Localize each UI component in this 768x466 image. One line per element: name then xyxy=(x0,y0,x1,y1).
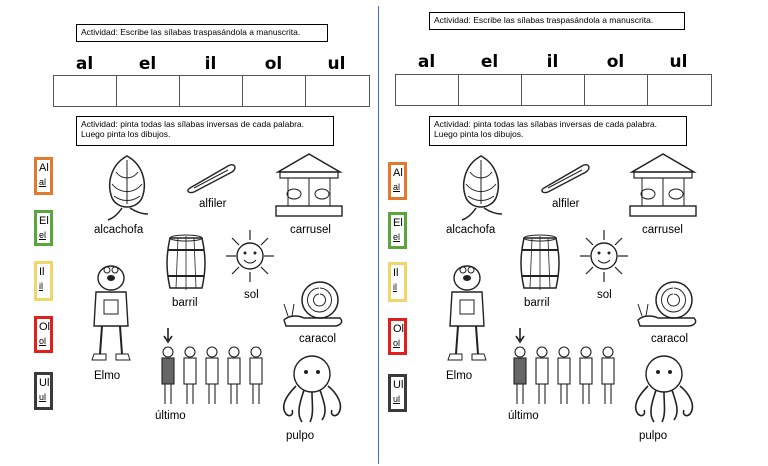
tag-ul: Ul ul xyxy=(34,372,53,410)
tag-lower: ul xyxy=(39,392,47,402)
word-ultimo: último xyxy=(508,410,539,422)
word-caracol: caracol xyxy=(651,333,689,345)
writing-cell[interactable] xyxy=(117,76,180,106)
tag-lower: ol xyxy=(393,338,401,348)
syllable-el: el xyxy=(480,52,499,72)
syllable-headers: al el il ol ul xyxy=(53,54,368,74)
writing-cell[interactable] xyxy=(243,76,306,106)
writing-cell[interactable] xyxy=(648,75,711,105)
writing-cell[interactable] xyxy=(459,75,522,105)
word-pulpo: pulpo xyxy=(639,430,668,442)
writing-grid xyxy=(53,75,370,107)
safety-pin-icon xyxy=(187,163,236,194)
carousel-icon xyxy=(629,153,697,217)
barrel-icon xyxy=(166,234,206,290)
tag-lower: al xyxy=(393,182,401,192)
elmo-icon xyxy=(447,265,487,361)
tag-al: Al al xyxy=(388,162,407,200)
syllable-al: al xyxy=(417,52,436,72)
people-row-icon xyxy=(513,328,615,404)
tag-ol: Ol ol xyxy=(388,318,407,355)
tag-lower: el xyxy=(393,232,401,242)
tag-lower: ul xyxy=(393,394,401,404)
writing-cell[interactable] xyxy=(180,76,243,106)
octopus-icon xyxy=(282,355,342,423)
writing-cell[interactable] xyxy=(585,75,648,105)
worksheet-right: Actividad: Escribe las sílabas traspasán… xyxy=(384,0,768,466)
tag-upper: El xyxy=(39,215,49,227)
worksheet-left: Actividad: Escribe las sílabas traspasán… xyxy=(34,24,370,442)
writing-cell[interactable] xyxy=(396,75,459,105)
tag-upper: El xyxy=(393,217,403,229)
syllable-headers: al el il ol ul xyxy=(395,52,710,72)
activity-2-instruction: Actividad: pinta todas las sílabas inver… xyxy=(429,116,687,146)
artichoke-icon xyxy=(107,155,149,221)
tag-upper: Al xyxy=(393,167,403,179)
tag-lower: el xyxy=(39,230,47,240)
word-alfiler: alfiler xyxy=(199,198,227,210)
tag-upper: Ul xyxy=(39,377,50,389)
syllable-ol: ol xyxy=(264,54,283,74)
people-row-icon xyxy=(161,328,263,404)
word-sol: sol xyxy=(597,289,612,301)
word-alfiler: alfiler xyxy=(552,198,580,210)
tag-upper: Il xyxy=(39,266,45,278)
tag-upper: Al xyxy=(39,162,49,174)
word-pulpo: pulpo xyxy=(286,430,315,442)
safety-pin-icon xyxy=(541,163,590,194)
activity-1-instruction: Actividad: Escribe las sílabas traspasán… xyxy=(76,24,328,42)
octopus-icon xyxy=(634,355,694,423)
tag-ul: Ul ul xyxy=(388,374,407,412)
tag-upper: Ul xyxy=(393,379,404,391)
barrel-icon xyxy=(520,234,560,290)
tag-el: El el xyxy=(388,212,407,249)
syllable-il: il xyxy=(204,54,217,74)
word-carrusel: carrusel xyxy=(290,224,331,236)
syllable-ol: ol xyxy=(606,52,625,72)
word-sol: sol xyxy=(244,289,259,301)
snail-icon xyxy=(283,281,343,327)
word-elmo: Elmo xyxy=(446,370,473,382)
writing-cell[interactable] xyxy=(522,75,585,105)
writing-cell[interactable] xyxy=(54,76,117,106)
tag-upper: Il xyxy=(393,267,399,279)
snail-icon xyxy=(637,281,697,327)
tag-il: Il il xyxy=(34,261,53,301)
tag-upper: Ol xyxy=(39,321,50,333)
syllable-ul: ul xyxy=(327,54,346,74)
syllable-ul: ul xyxy=(669,52,688,72)
page-divider xyxy=(378,6,379,464)
tag-el: El el xyxy=(34,210,53,246)
activity-1-instruction: Actividad: Escribe las sílabas traspasán… xyxy=(429,12,685,30)
word-alcachofa: alcachofa xyxy=(446,224,496,236)
word-elmo: Elmo xyxy=(94,370,121,382)
writing-grid xyxy=(395,74,712,106)
writing-cell[interactable] xyxy=(306,76,369,106)
tag-lower: il xyxy=(39,281,43,291)
word-barril: barril xyxy=(524,297,550,309)
word-ultimo: último xyxy=(155,410,186,422)
elmo-icon xyxy=(91,265,131,361)
word-caracol: caracol xyxy=(299,333,337,345)
word-carrusel: carrusel xyxy=(642,224,683,236)
tag-lower: il xyxy=(393,282,397,292)
tag-upper: Ol xyxy=(393,323,404,335)
artichoke-icon xyxy=(461,155,503,221)
syllable-al: al xyxy=(75,54,94,74)
syllable-el: el xyxy=(138,54,157,74)
activity-2-instruction: Actividad: pinta todas las sílabas inver… xyxy=(76,116,334,146)
tag-il: Il il xyxy=(388,262,407,302)
tag-ol: Ol ol xyxy=(34,316,53,353)
tag-lower: al xyxy=(39,177,47,187)
carousel-icon xyxy=(275,153,343,217)
syllable-il: il xyxy=(546,52,559,72)
tag-al: Al al xyxy=(34,157,53,195)
word-barril: barril xyxy=(172,297,198,309)
tag-lower: ol xyxy=(39,336,47,346)
sun-icon xyxy=(580,230,628,282)
word-alcachofa: alcachofa xyxy=(94,224,144,236)
sun-icon xyxy=(226,230,274,282)
